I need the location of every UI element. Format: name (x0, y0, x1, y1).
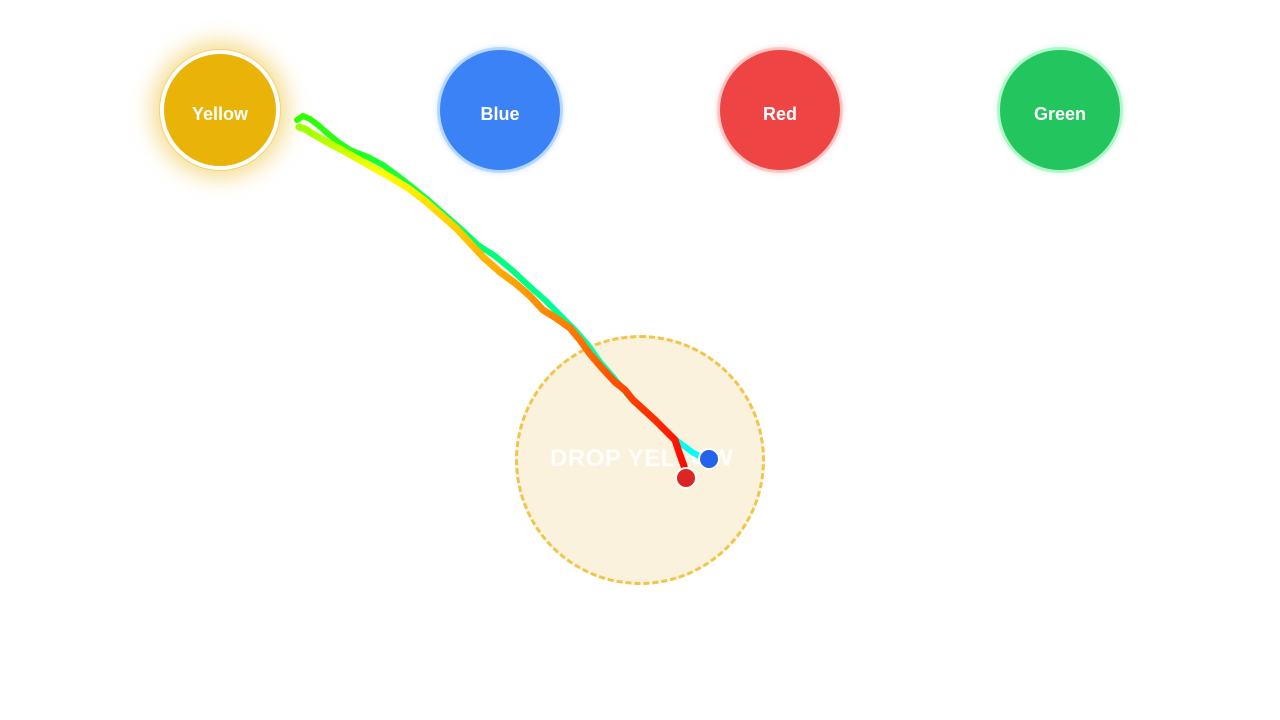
red-ball[interactable]: Red (720, 50, 840, 170)
green-ball[interactable]: Green (1000, 50, 1120, 170)
red-cursor-dot (675, 467, 697, 489)
blue-cursor-dot (698, 448, 720, 470)
yellow-ball-label: Yellow (191, 103, 249, 124)
yellow-ball[interactable]: Yellow (160, 50, 280, 170)
blue-ball[interactable]: Blue (440, 50, 560, 170)
red-ball-label: Red (762, 103, 797, 124)
blue-ball-label: Blue (480, 103, 520, 124)
green-ball-label: Green (1033, 103, 1087, 124)
